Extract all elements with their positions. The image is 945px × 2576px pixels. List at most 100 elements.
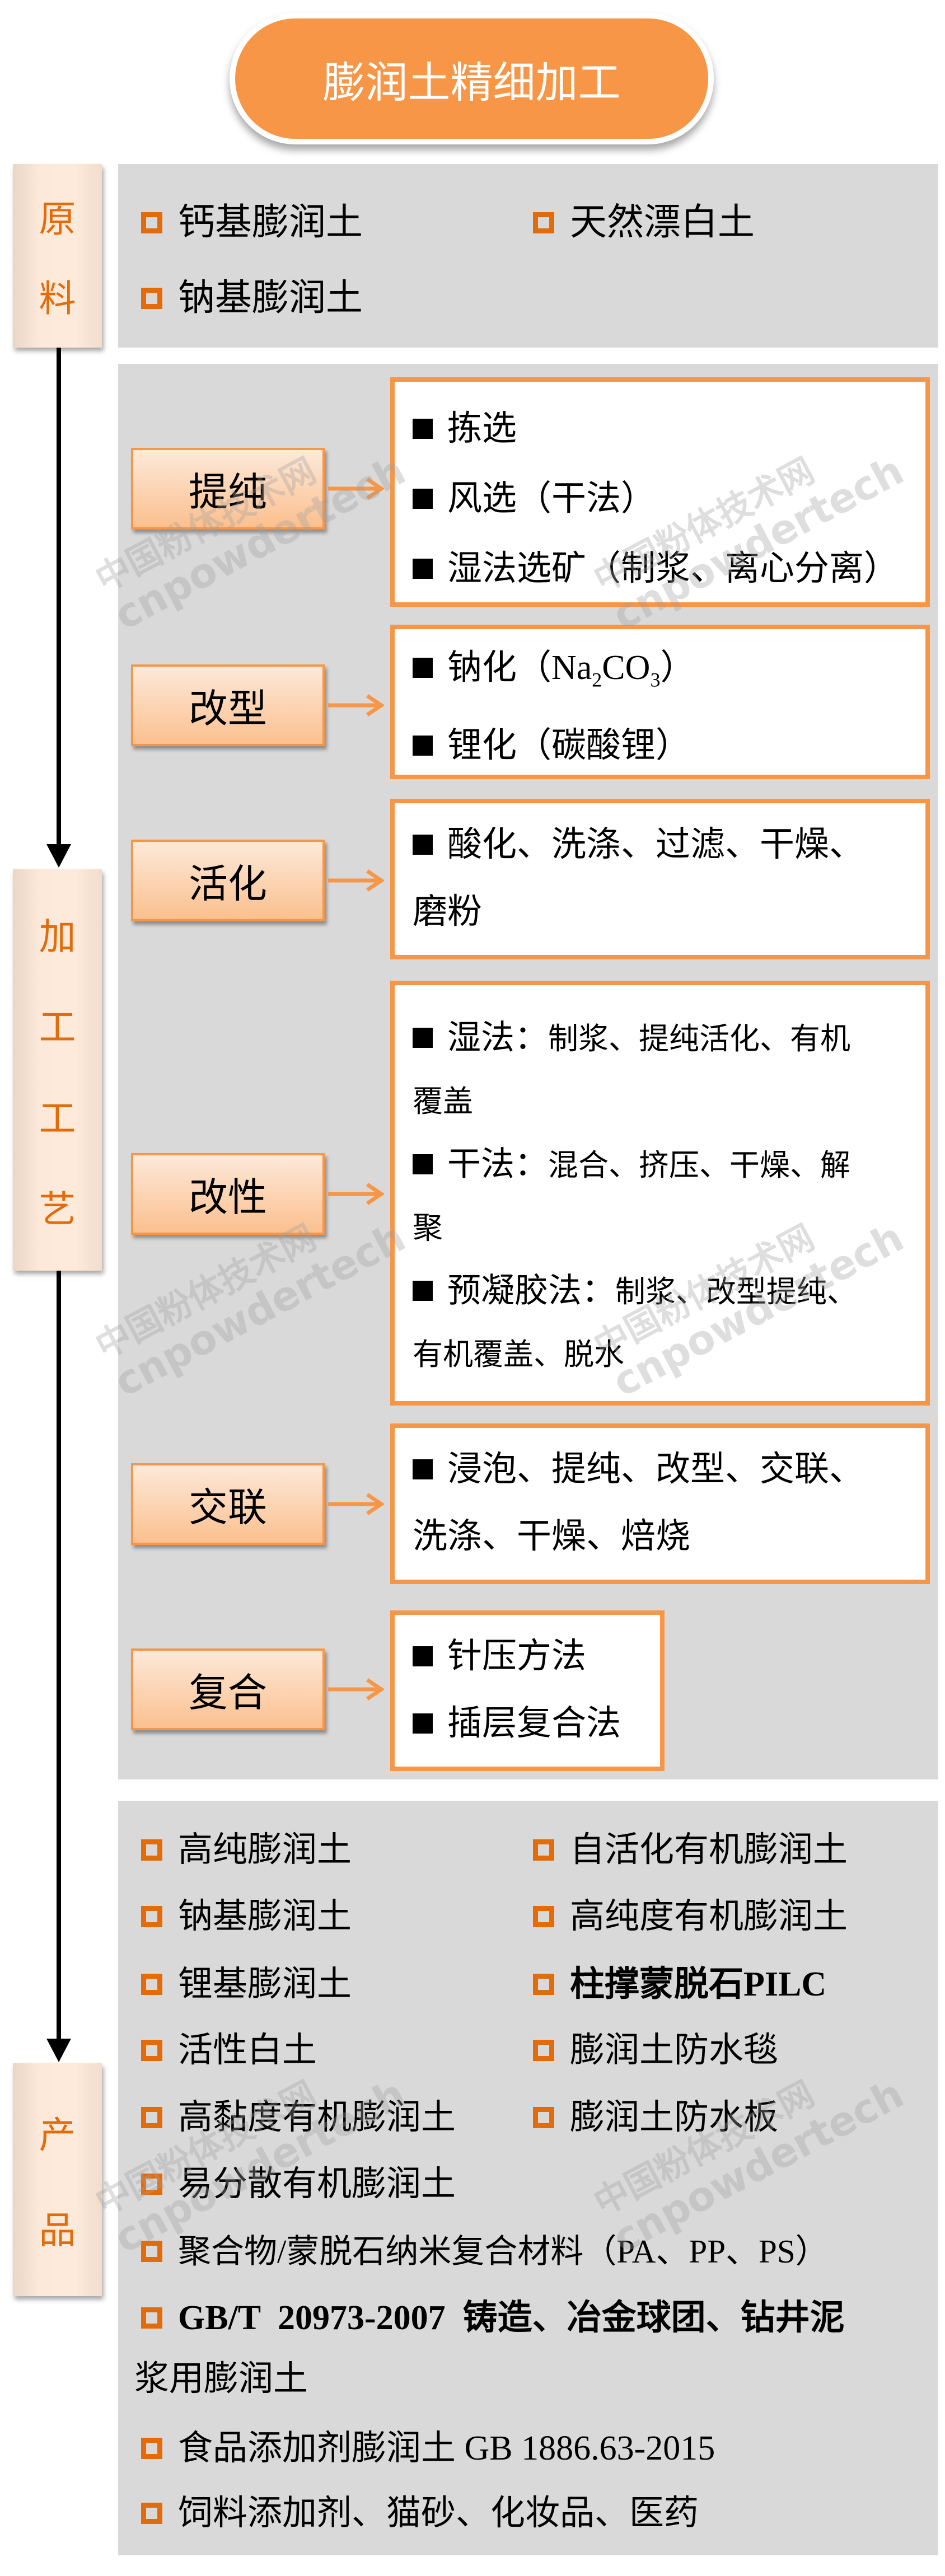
detail-text: 湿法选矿（制浆、离心分离） — [447, 550, 899, 588]
products-panel — [118, 1801, 938, 2555]
product-item: 高纯度有机膨润土 — [533, 1894, 848, 1939]
product-label: 高纯度有机膨润土 — [570, 1898, 848, 1936]
detail-text: 湿法： — [447, 1019, 548, 1056]
checkbox-icon — [533, 2039, 554, 2061]
step-label: 改性 — [189, 1176, 267, 1220]
detail-text: 插层复合法 — [447, 1704, 621, 1743]
detail-text: 钠化（Na — [447, 649, 592, 687]
detail-text: 制浆、提纯活化、有机 — [548, 1022, 850, 1056]
flow-line — [57, 1271, 61, 2040]
product-item: 柱撑蒙脱石PILC — [533, 1962, 826, 2007]
product-item-continued: 浆用膨润土 — [134, 2360, 308, 2398]
checkbox-icon — [141, 2173, 162, 2195]
arrow-right-icon — [328, 869, 384, 892]
checkbox-icon — [533, 1905, 554, 1927]
bullet-icon — [413, 736, 433, 756]
product-item: 易分散有机膨润土 — [141, 2162, 456, 2207]
checkbox-icon — [533, 1839, 554, 1861]
product-item: 活性白土 — [141, 2028, 317, 2073]
step-modification: 改性 — [131, 1153, 325, 1235]
checkbox-icon — [141, 1973, 162, 1995]
tab-char: 品 — [39, 2210, 76, 2252]
flow-line — [57, 348, 61, 846]
product-item: 食品添加剂膨润土 GB 1886.63-2015 — [141, 2426, 715, 2471]
step-label: 活化 — [189, 863, 267, 906]
step-label: 提纯 — [189, 471, 267, 514]
step-label: 复合 — [189, 1671, 267, 1715]
arrow-down-icon — [46, 844, 71, 868]
detail-line: 干法：混合、挤压、干燥、解 — [413, 1133, 914, 1197]
tab-char: 工 — [39, 1098, 76, 1140]
bullet-icon — [413, 1459, 433, 1479]
subscript: 2 — [592, 668, 602, 691]
checkbox-icon — [141, 212, 162, 233]
step-label: 改型 — [189, 687, 267, 731]
detail-line: 针压方法 — [413, 1623, 649, 1690]
step-details: 湿法：制浆、提纯活化、有机 覆盖 干法：混合、挤压、干燥、解 聚 预凝胶法：制浆… — [390, 981, 930, 1406]
checkbox-icon — [141, 1905, 162, 1927]
arrow-right-icon — [328, 1678, 384, 1701]
checkbox-icon — [533, 1973, 554, 1995]
product-label: 聚合物/蒙脱石纳米复合材料（PA、PP、PS） — [178, 2233, 829, 2270]
detail-line: 聚 — [413, 1211, 443, 1245]
product-item: 膨润土防水板 — [533, 2095, 778, 2140]
bullet-icon — [413, 834, 433, 855]
product-label: 钠基膨润土 — [178, 1898, 352, 1936]
products-tab: 产 品 — [13, 2063, 102, 2296]
bullet-icon — [413, 1154, 433, 1175]
product-item: 膨润土防水毯 — [533, 2028, 778, 2073]
detail-line: 洗涤、干燥、焙烧 — [413, 1518, 691, 1556]
detail-line: 预凝胶法：制浆、改型提纯、 — [413, 1259, 914, 1323]
arrow-right-icon — [328, 477, 384, 500]
product-label: GB/T 20973-2007 铸造、冶金球团、钻井泥 — [178, 2299, 845, 2337]
product-item: 饲料添加剂、猫砂、化妆品、医药 — [141, 2491, 699, 2536]
detail-line: 酸化、洗涤、过滤、干燥、 — [413, 811, 914, 878]
checkbox-icon — [533, 212, 554, 233]
product-label: 膨润土防水板 — [570, 2099, 779, 2137]
checkbox-icon — [141, 287, 162, 309]
checkbox-icon — [141, 1839, 162, 1861]
detail-line: 有机覆盖、脱水 — [413, 1338, 624, 1371]
product-label: 膨润土防水毯 — [570, 2031, 779, 2069]
arrow-right-icon — [328, 1183, 384, 1205]
detail-text: CO — [602, 649, 651, 687]
step-crosslinking: 交联 — [131, 1463, 325, 1545]
product-item: 高纯膨润土 — [141, 1828, 352, 1872]
checkbox-icon — [141, 2307, 162, 2329]
detail-text: 风选（干法） — [447, 480, 656, 518]
detail-line: 覆盖 — [413, 1085, 473, 1118]
step-label: 交联 — [189, 1486, 267, 1530]
bullet-icon — [413, 657, 433, 678]
checkbox-icon — [533, 2106, 554, 2128]
bullet-icon — [413, 1646, 433, 1666]
tab-char: 艺 — [39, 1189, 76, 1231]
detail-text: 锂化（碳酸锂） — [447, 727, 691, 765]
product-label: 自活化有机膨润土 — [570, 1831, 848, 1869]
bullet-icon — [413, 488, 433, 509]
detail-text: 浸泡、提纯、改型、交联、 — [447, 1450, 864, 1488]
detail-text: 针压方法 — [447, 1637, 587, 1675]
detail-line: 拣选 — [413, 394, 914, 464]
raw-item: 钠基膨润土 — [141, 276, 363, 321]
arrow-right-icon — [328, 694, 384, 716]
product-label: 高黏度有机膨润土 — [178, 2099, 456, 2137]
detail-text: 混合、挤压、干燥、解 — [548, 1149, 850, 1182]
detail-text: ） — [660, 649, 695, 687]
product-label: 锂基膨润土 — [178, 1965, 352, 2003]
checkbox-icon — [141, 2437, 162, 2459]
product-item: GB/T 20973-2007 铸造、冶金球团、钻井泥 — [141, 2296, 845, 2340]
product-item: 高黏度有机膨润土 — [141, 2095, 456, 2140]
product-label: 活性白土 — [178, 2031, 317, 2069]
raw-item: 钙基膨润土 — [141, 200, 363, 245]
step-details: 钠化（Na2CO3） 锂化（碳酸锂） — [390, 625, 930, 779]
tab-char: 产 — [39, 2115, 76, 2156]
product-label: 柱撑蒙脱石PILC — [570, 1965, 827, 2003]
step-purification: 提纯 — [131, 448, 325, 530]
product-label: 易分散有机膨润土 — [178, 2165, 456, 2203]
step-type-conversion: 改型 — [131, 664, 325, 746]
bullet-icon — [413, 418, 433, 439]
detail-line: 磨粉 — [413, 878, 914, 945]
raw-materials-panel — [118, 164, 938, 348]
step-composite: 复合 — [131, 1648, 325, 1730]
bullet-icon — [413, 1028, 433, 1048]
